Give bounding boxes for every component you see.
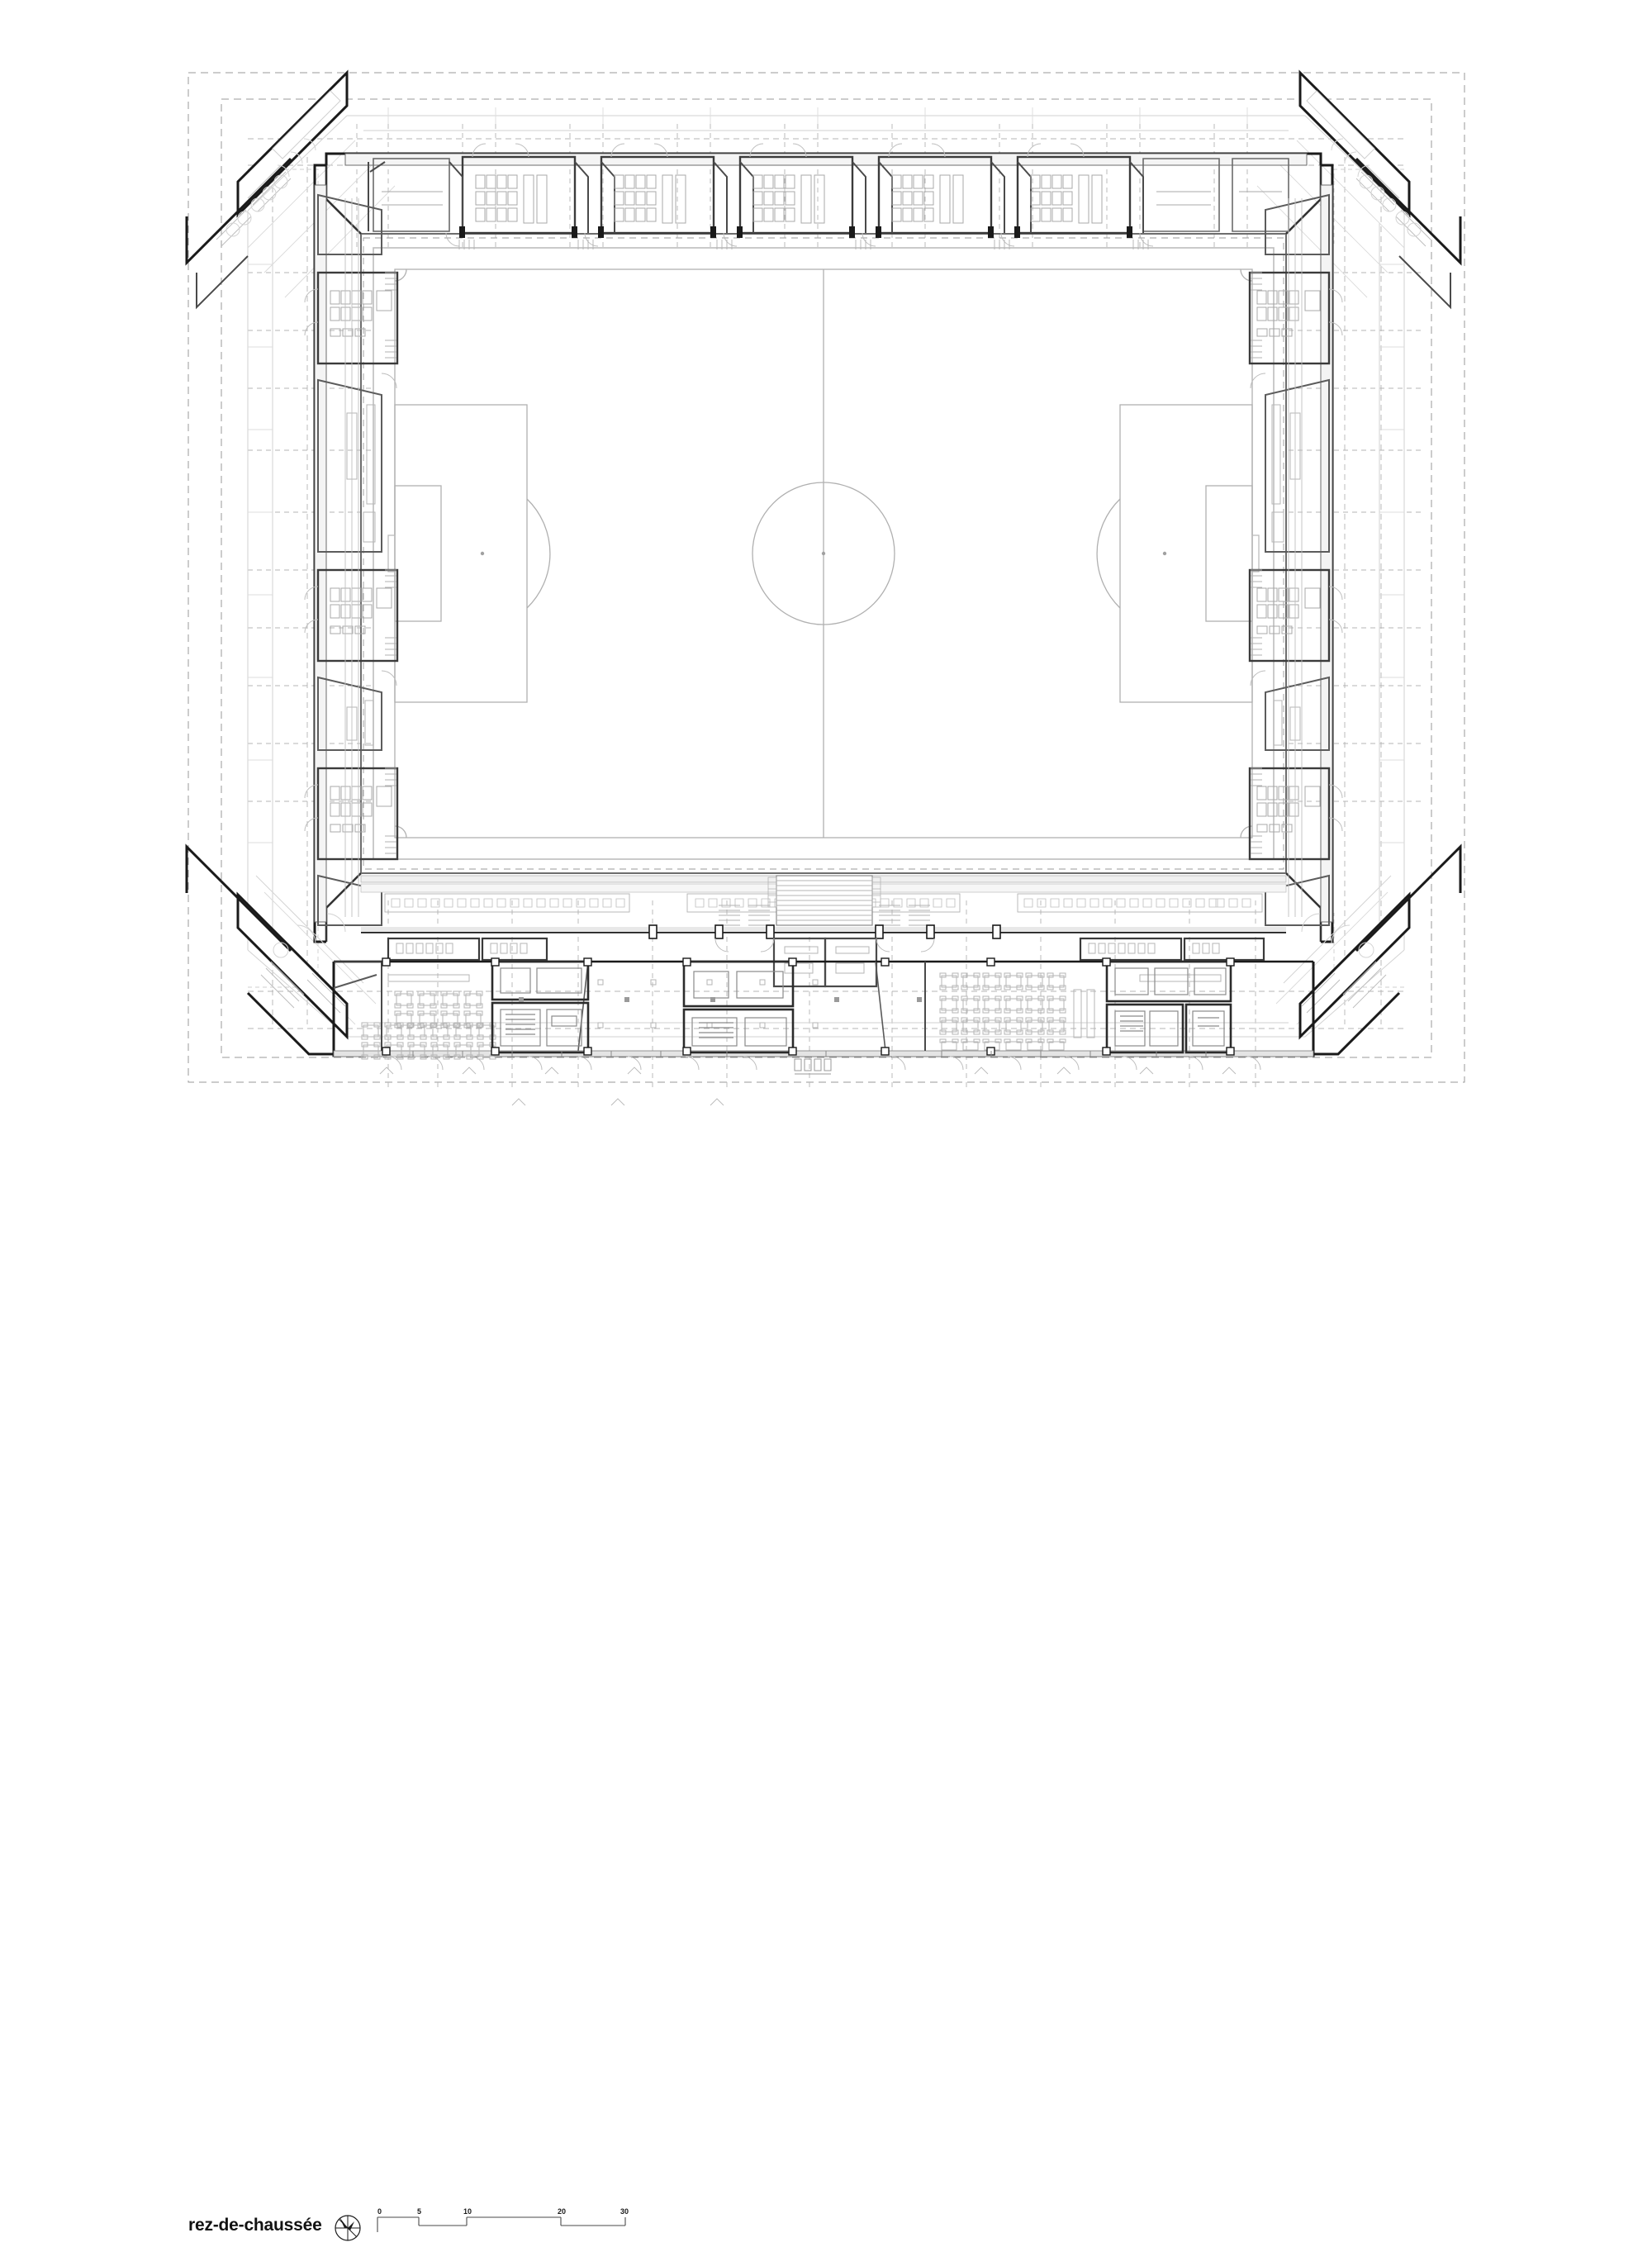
south-stair-cores [719,905,930,926]
tribune-doorways [648,924,1001,939]
south-stand [360,872,1287,988]
columns-north [459,226,1132,238]
east-locker-furniture [1256,290,1321,833]
scale-tick-0: 0 [377,2207,382,2216]
drawing-sheet: rez-de-chaussée 0 5 10 20 30 [0,69,1652,2241]
east-core-detail [1114,967,1227,1047]
ne-ghost-turnstiles [1331,138,1422,237]
north-arrow-compass [335,2215,361,2241]
south-wing-columns [382,957,1235,1056]
west-door-swings [304,288,397,832]
legend-tick-marks [511,1098,724,1106]
central-core-detail [691,971,787,1047]
west-open-hall [317,193,382,926]
scale-tick-5: 5 [417,2207,421,2216]
east-stair-runs [1251,272,1262,854]
lobby-turnstiles [794,1058,832,1075]
changing-room-module [461,155,1132,235]
west-stand [304,164,399,943]
service-core-central [682,960,795,1054]
south-facade-mullions [412,1051,1207,1057]
back-of-house-strip [387,937,1265,962]
grand-stair [767,875,881,926]
corner-ramp-ne [1298,69,1462,310]
pitch-markings [387,268,1260,838]
wall-benches [382,191,1282,206]
door-swings-north [445,143,1154,247]
floor-plan-drawing [185,69,1465,1106]
service-core-west [491,960,590,1054]
east-changing-room [1248,271,1331,861]
tribune-door-swings [714,938,935,952]
west-concourse-slats [344,198,359,917]
ghost-roof-outline [247,115,1405,1038]
south-entry-doors [387,1056,1261,1071]
stair-runs-north [458,240,1149,249]
sw-ghost-geometry [255,875,364,984]
football-pitch [363,237,1284,870]
exterior-tick-marks [379,1066,1237,1075]
locker-bench-furniture [382,174,1282,224]
se-ghost-geometry [1283,875,1392,984]
south-wing-inner-columns [519,997,922,1002]
pitch-run-off-dashed [363,237,1284,870]
plan-title: rez-de-chaussée [188,2216,322,2235]
tribune-room-furniture [784,946,870,974]
corner-ramp-nw [185,69,349,310]
east-open-hall [1265,193,1330,926]
dining-hall-west [333,960,496,1060]
west-stair-runs [385,272,396,854]
dining-hall-east [924,962,1222,1051]
scale-tick-20: 20 [558,2207,566,2216]
scale-tick-10: 10 [463,2207,472,2216]
ghost-roof-ribs [248,107,1404,843]
scale-bar: 0 5 10 20 30 [377,2207,629,2232]
west-core-detail [500,967,582,1047]
site-boundary [188,72,1465,1083]
corner-ramp-sw [185,843,364,1056]
lobby-east [759,961,886,1052]
south-wing [332,937,1315,1075]
west-locker-furniture [330,290,392,833]
service-core-east [1105,960,1232,1054]
east-stand [1248,164,1343,943]
scale-tick-30: 30 [620,2207,629,2216]
drawing-legend: rez-de-chaussée 0 5 10 20 30 [0,1099,1652,2241]
nw-ghost-turnstiles [225,138,316,237]
boh-furniture [396,943,1220,954]
west-changing-room [316,271,399,861]
east-door-swings [1250,288,1343,832]
east-concourse-slats [1288,198,1303,917]
